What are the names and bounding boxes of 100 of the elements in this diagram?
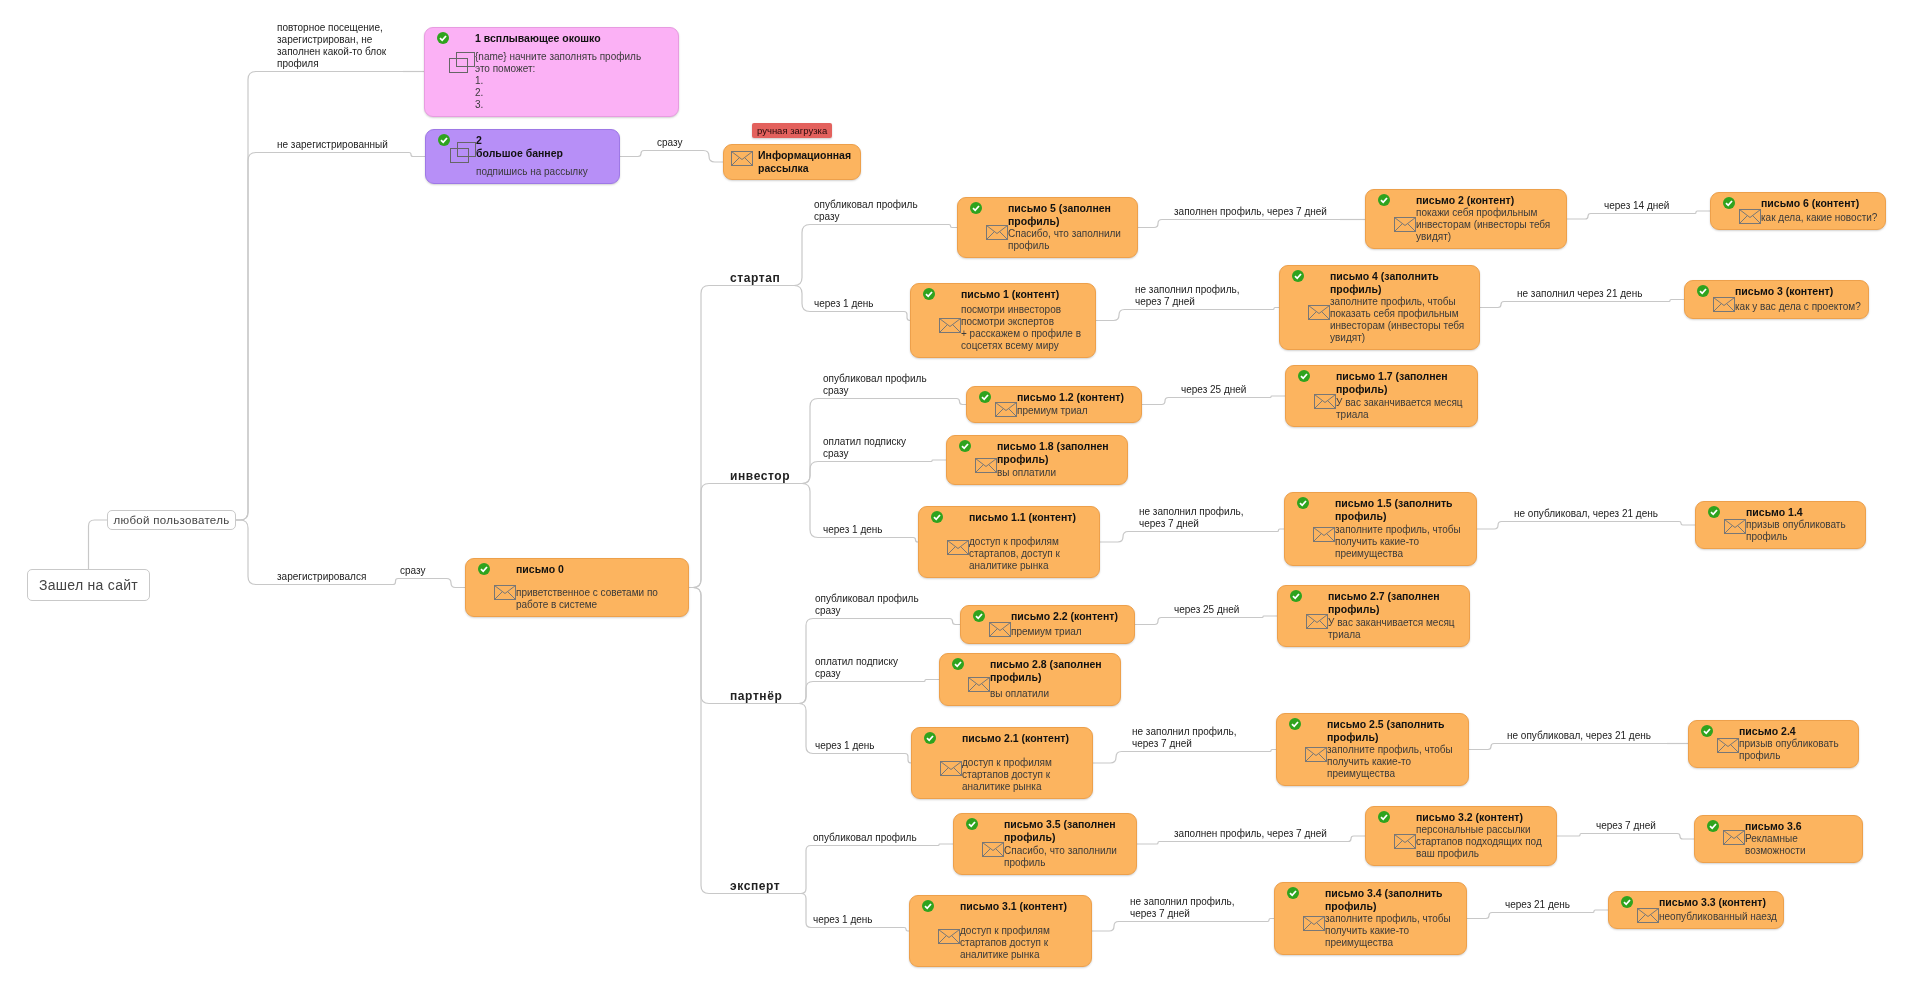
card-text: посмотри экспертов: [961, 316, 1054, 328]
connector-line: [1099, 530, 1138, 543]
branch-label: опубликовал профиль: [811, 832, 929, 846]
email-card: [957, 197, 1138, 258]
connector-line: [1556, 832, 1595, 837]
connector-line: [402, 151, 426, 158]
connector-line: [619, 149, 656, 158]
connector-line: [903, 310, 911, 322]
connector-line: [1476, 520, 1513, 530]
card-text: посмотри инвесторов: [961, 304, 1063, 316]
email-card: [1277, 585, 1470, 647]
connector-line: [1092, 750, 1131, 764]
card-text: доступ к профилям стартапов доступ к аналитике рынка: [962, 757, 1053, 793]
card-title: большое баннер: [476, 147, 564, 160]
branch-label: оплатил подписку сразу: [813, 656, 913, 682]
card-text: как дела, какие новости?: [1761, 212, 1879, 224]
branch-label: опубликовал профиль сразу: [813, 593, 945, 619]
connector-line: [1255, 615, 1278, 619]
card-text: вы оплатили: [990, 688, 1051, 700]
email-card: [723, 144, 861, 180]
connector-line: [928, 843, 954, 847]
email-card: [465, 558, 689, 617]
card-title: письмо 3 (контент): [1735, 285, 1835, 298]
card-text: заполните профиль, чтобы получить какие-то преимущества: [1325, 913, 1452, 949]
card-text: призыв опубликовать профиль: [1746, 519, 1847, 543]
email-card: [946, 435, 1128, 485]
connector-line: [1339, 218, 1366, 221]
connector-line: [1268, 306, 1280, 311]
topic-box: Зашел на сайт: [27, 569, 150, 601]
branch-label: через 1 день: [811, 914, 903, 928]
branch-label: не заполнил профиль, через 7 дней: [1137, 506, 1273, 532]
card-title: 1 всплывающее окошко: [475, 32, 602, 45]
connector-line: [689, 149, 724, 163]
connector-line: [912, 678, 940, 683]
card-title: письмо 5 (заполнен профиль): [1008, 202, 1112, 228]
connector-line: [944, 617, 961, 626]
branch-label: зарегистрировался: [275, 571, 393, 585]
email-card: [1710, 192, 1886, 230]
card-text: У вас заканчивается месяц триала: [1336, 397, 1464, 421]
card-title: письмо 2.2 (контент): [1011, 610, 1119, 623]
connector-line: [1137, 218, 1173, 229]
card-text: заполните профиль, чтобы получить какие-то преимущества: [1327, 744, 1454, 780]
branch-label: не опубликовал, через 21 день: [1512, 508, 1674, 522]
branch-label: через 21 день: [1503, 899, 1587, 913]
branch-label: не зарегистрированный: [275, 139, 403, 153]
branch-label: не заполнил через 21 день: [1515, 288, 1667, 302]
connector-line: [1685, 210, 1711, 215]
connector-line: [1262, 395, 1286, 399]
category-label: партнёр: [728, 690, 794, 704]
email-card: [1274, 882, 1467, 955]
card-title: письмо 2.8 (заполнен профиль): [990, 658, 1103, 684]
email-card: [1365, 806, 1557, 866]
connector-line: [1566, 212, 1603, 220]
category-label: стартап: [728, 272, 790, 286]
category-label: инвестор: [728, 470, 798, 484]
card-text: заполните профиль, чтобы получить какие-то преимущества: [1335, 524, 1462, 560]
popup-card: [424, 27, 679, 117]
email-card: [1684, 280, 1869, 319]
branch-label: заполнен профиль, через 7 дней: [1172, 206, 1340, 220]
email-card: [953, 813, 1137, 875]
connector-line: [1667, 832, 1695, 840]
card-text: доступ к профилям стартапов доступ к аналитике рынка: [960, 925, 1051, 961]
connector-line: [1466, 911, 1504, 920]
branch-label: опубликовал профиль сразу: [812, 199, 944, 225]
connector-line: [1666, 742, 1689, 745]
topic-box: любой пользователь: [107, 510, 236, 530]
card-text: премиум триал: [1017, 405, 1089, 417]
card-title: письмо 3.6: [1745, 820, 1803, 833]
card-title: Информационная рассылка: [758, 149, 853, 175]
connector-line: [1265, 748, 1277, 753]
branch-label: через 14 дней: [1602, 200, 1686, 214]
card-text: покажи себя профильным инвесторам (инвесторы тебя увидят): [1416, 207, 1552, 243]
connector-line: [789, 284, 813, 313]
card-title: письмо 3.5 (заполнен профиль): [1004, 818, 1117, 844]
card-text: доступ к профилям стартапов, доступ к аналитике рынка: [969, 536, 1061, 572]
connector-line: [235, 519, 276, 586]
connector-line: [1468, 742, 1506, 751]
email-card: [1284, 492, 1477, 566]
card-text: 3.: [475, 99, 485, 111]
card-text: + расскажем о профиле в соцсетях всему миру: [961, 328, 1082, 352]
connector-line: [952, 397, 967, 406]
connector-line: [1134, 616, 1173, 626]
card-text: Спасибо, что заполнили профиль: [1004, 845, 1118, 869]
card-title: письмо 2.1 (контент): [962, 732, 1070, 745]
connector-line: [1272, 528, 1285, 533]
email-card: [911, 727, 1093, 799]
connector-line: [1095, 308, 1134, 322]
card-title: письмо 0: [516, 563, 565, 576]
connector-line: [793, 892, 812, 929]
connector-line: [1673, 520, 1696, 526]
branch-label: сразу: [655, 137, 690, 151]
connector-line: [904, 752, 912, 764]
branch-label: через 25 дней: [1172, 604, 1256, 618]
card-title: письмо 3.4 (заполнить профиль): [1325, 887, 1444, 913]
connector-line: [402, 70, 425, 73]
branch-label: не заполнил профиль, через 7 дней: [1133, 284, 1269, 310]
branch-label: опубликовал профиль сразу: [821, 373, 953, 399]
card-text: У вас заканчивается месяц триала: [1328, 617, 1456, 641]
branch-label: повторное посещение, зарегистрирован, не заполнен какой-то блок профиля: [275, 22, 403, 72]
card-title: письмо 1.1 (контент): [969, 511, 1077, 524]
